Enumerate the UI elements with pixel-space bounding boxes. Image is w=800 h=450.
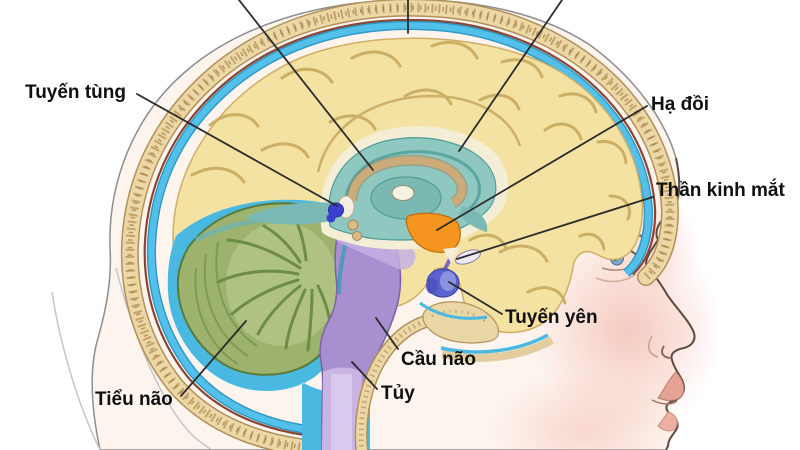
pineal-gland-marker — [328, 202, 344, 218]
cingulate-sulcus — [316, 94, 522, 173]
nose-wing-crease — [647, 335, 659, 358]
skull-band — [120, 0, 680, 450]
pons-leader-line — [375, 317, 399, 350]
cerebellum-folia — [194, 241, 258, 365]
skull-bone-fill — [122, 0, 678, 450]
pituitary-leader-line — [448, 281, 503, 315]
cutoff-leader-line-3 — [458, 0, 563, 152]
label-optic-nerve: Thần kinh mắt — [656, 179, 785, 201]
optic-nerve-leader-line — [456, 196, 654, 260]
nostril — [661, 345, 671, 359]
label-medulla: Tủy — [381, 383, 415, 404]
pituitary-posterior-lobe — [426, 278, 438, 294]
pineal-gland-lobe — [326, 213, 336, 223]
label-pineal-gland: Tuyến tùng — [25, 82, 126, 103]
mouth-line — [651, 399, 678, 405]
sellar-region — [354, 212, 554, 450]
label-pons: Cầu não — [401, 349, 476, 370]
pituitary-anterior-lobe — [440, 271, 456, 291]
superior-colliculus — [347, 219, 359, 231]
hypothalamus-notch — [443, 247, 460, 263]
cerebellum-arbor-vitae — [216, 214, 334, 352]
neck-contour-line-back — [51, 291, 101, 450]
limbic-complex — [245, 126, 509, 250]
annotation-labels: Tuyến tùng Hạ đồi Thần kinh mắt Tuyến yê… — [25, 82, 785, 410]
label-cerebellum: Tiểu não — [95, 389, 173, 410]
medulla-leader-line — [351, 361, 378, 390]
pineal-leader-line — [136, 93, 338, 207]
label-hypothalamus: Hạ đồi — [651, 94, 709, 115]
upper-lip — [657, 371, 685, 402]
sella-bone — [422, 301, 499, 344]
temporal-base-csf — [440, 333, 549, 354]
eye-crease — [595, 273, 637, 283]
jaw-blush — [490, 370, 680, 450]
hypothalamus-leader-line — [436, 105, 648, 231]
inferior-colliculus — [352, 231, 362, 241]
interthalamic-adhesion — [391, 185, 415, 201]
cerebellum-leader-line — [180, 320, 247, 397]
spinal-cord-stripe — [331, 374, 352, 450]
annotation-lines — [136, 0, 654, 397]
clivus-speckle — [358, 315, 447, 450]
temporal-base-bone — [441, 336, 554, 362]
tentorium-wedge — [245, 202, 333, 225]
sella-csf-lining — [419, 301, 488, 320]
corpus-callosum — [348, 156, 467, 207]
cerebellum-region — [176, 202, 355, 376]
csf-band — [148, 22, 652, 433]
label-pituitary-gland: Tuyến yên — [505, 307, 598, 328]
meninges-line — [143, 18, 657, 437]
lower-lip — [657, 411, 678, 432]
cutoff-leader-line-1 — [238, 0, 374, 171]
